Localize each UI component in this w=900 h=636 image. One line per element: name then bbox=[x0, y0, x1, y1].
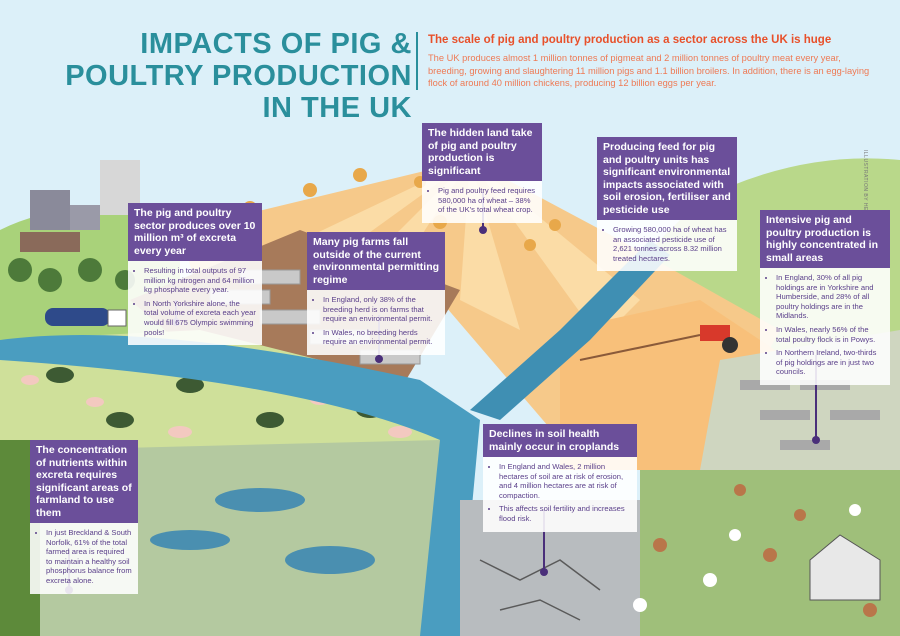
callout-heading: The pig and poultry sector produces over… bbox=[128, 203, 262, 261]
ponds bbox=[150, 488, 375, 574]
poultry-sheds bbox=[740, 380, 880, 450]
callout-point: Pig and poultry feed requires 580,000 ha… bbox=[438, 186, 536, 215]
callout-heading: Many pig farms fall outside of the curre… bbox=[307, 232, 445, 290]
callout-point: Growing 580,000 ha of wheat has an assoc… bbox=[613, 225, 731, 263]
callout-point: In Wales, no breeding herds require an e… bbox=[323, 328, 439, 347]
callout-heading: Producing feed for pig and poultry units… bbox=[597, 137, 737, 220]
subheading: The scale of pig and poultry production … bbox=[428, 34, 832, 46]
title-divider bbox=[416, 32, 418, 90]
stream bbox=[470, 240, 670, 420]
callout-point: In North Yorkshire alone, the total volu… bbox=[144, 299, 256, 337]
intro-text: The UK produces almost 1 million tonnes … bbox=[428, 53, 870, 88]
wetland bbox=[40, 440, 440, 636]
callout-concentrated: Intensive pig and poultry production is … bbox=[760, 210, 890, 385]
white-hens bbox=[633, 504, 861, 612]
tractor bbox=[579, 325, 738, 361]
callout-nutrients: The concentration of nutrients within ex… bbox=[30, 440, 138, 594]
callout-excreta: The pig and poultry sector produces over… bbox=[128, 203, 262, 346]
callout-point: In England and Wales, 2 million hectares… bbox=[499, 462, 631, 500]
tanker-lorry bbox=[45, 308, 127, 327]
callout-point: In Wales, nearly 56% of the total poultr… bbox=[776, 325, 884, 344]
chickens bbox=[653, 484, 877, 617]
callout-heading: Declines in soil health mainly occur in … bbox=[483, 424, 637, 457]
callout-feed: Producing feed for pig and poultry units… bbox=[597, 137, 737, 272]
page-title: IMPACTS OF PIG & POULTRY PRODUCTION IN T… bbox=[65, 28, 412, 124]
callout-heading: The concentration of nutrients within ex… bbox=[30, 440, 138, 523]
callout-point: In England, 30% of all pig holdings are … bbox=[776, 273, 884, 321]
callout-soil: Declines in soil health mainly occur in … bbox=[483, 424, 637, 532]
callout-land-take: The hidden land take of pig and poultry … bbox=[422, 123, 542, 223]
town bbox=[20, 160, 140, 252]
callout-point: In Northern Ireland, two-thirds of pig h… bbox=[776, 348, 884, 377]
river bbox=[0, 335, 480, 636]
callout-point: In England, only 38% of the breeding her… bbox=[323, 295, 439, 324]
concentrated-pin bbox=[812, 355, 820, 444]
callout-point: This affects soil fertility and increase… bbox=[499, 504, 631, 523]
callout-heading: Intensive pig and poultry production is … bbox=[760, 210, 890, 268]
cracked-soil bbox=[460, 500, 640, 636]
callout-point: Resulting in total outputs of 97 million… bbox=[144, 266, 256, 295]
barn bbox=[809, 534, 881, 601]
callout-point: In just Breckland & South Norfolk, 61% o… bbox=[46, 528, 132, 586]
trees bbox=[8, 258, 135, 292]
callout-permitting: Many pig farms fall outside of the curre… bbox=[307, 232, 445, 355]
callout-heading: The hidden land take of pig and poultry … bbox=[422, 123, 542, 181]
soil-pin bbox=[540, 510, 548, 576]
